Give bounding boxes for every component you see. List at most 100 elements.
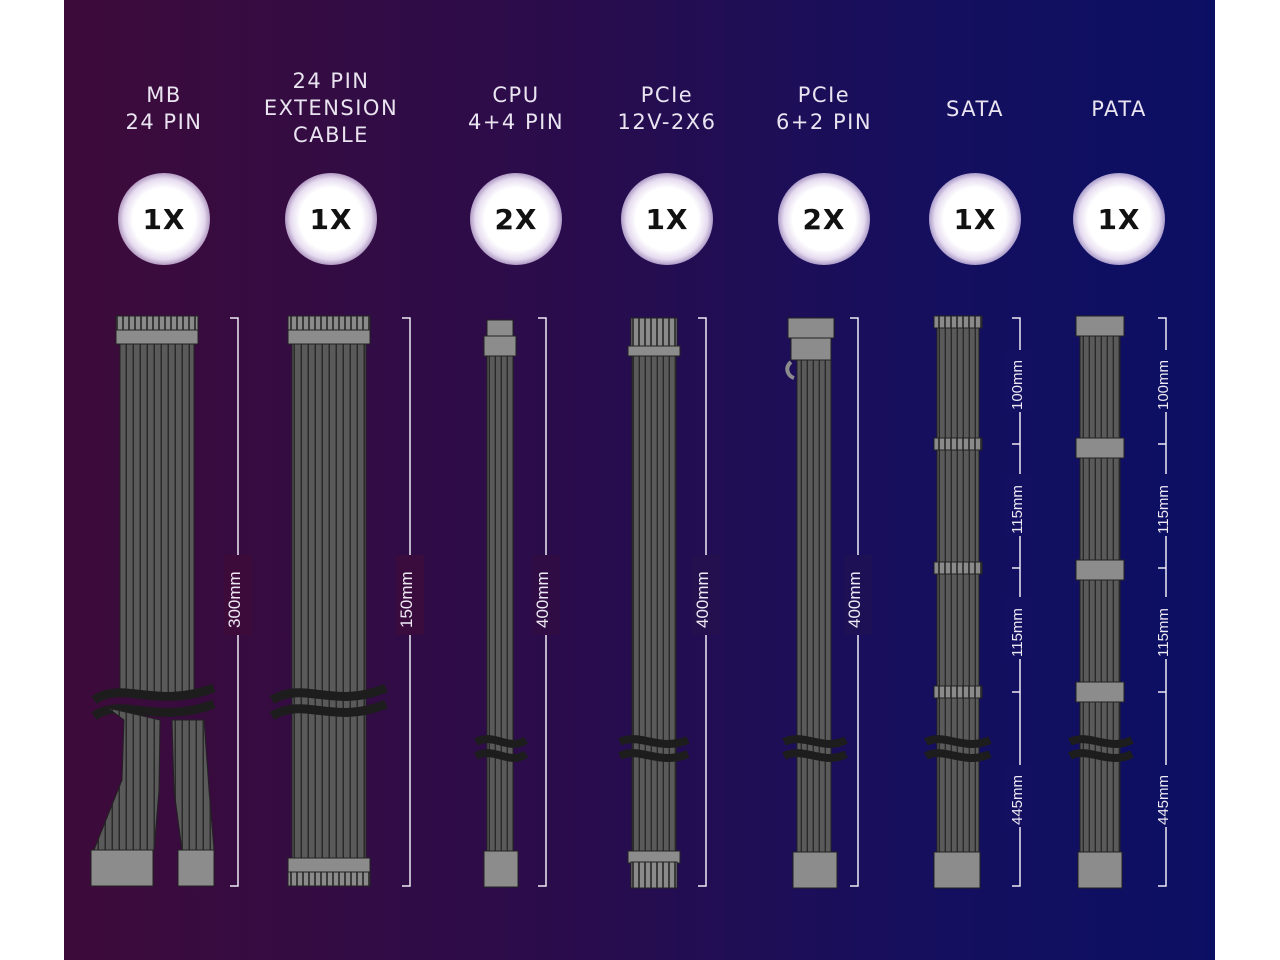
quantity-badge: 1X xyxy=(118,173,210,265)
sata-wires xyxy=(936,573,980,687)
connector-title: PCIe 6+2 PIN xyxy=(744,82,904,136)
sata-connector-2 xyxy=(933,437,983,451)
dimension-label: 115mm xyxy=(1009,485,1026,534)
sata-dim-ticks xyxy=(1012,443,1020,693)
sata-connector-1 xyxy=(933,315,983,329)
pata-dim-gap xyxy=(1152,350,1178,412)
pata-wires xyxy=(1079,335,1121,439)
sata-wires xyxy=(936,327,980,439)
pata-wires xyxy=(1079,701,1121,853)
title-line: 6+2 PIN xyxy=(775,110,873,134)
quantity-text: 1X xyxy=(309,202,353,236)
quantity-badge: 1X xyxy=(621,173,713,265)
title-line: PATA xyxy=(1091,97,1147,121)
mb-split-right xyxy=(171,719,215,851)
mb-top-connector xyxy=(115,315,199,331)
pata-dim-gap xyxy=(1152,765,1178,827)
ext-top-connector-body xyxy=(287,329,371,345)
cable-spec-panel: MB 24 PIN 1X 24 PIN EXTENSION CABLE 1X C… xyxy=(64,0,1215,960)
pcie12v-bottom-connector xyxy=(630,861,678,889)
ext-dim-gap xyxy=(396,555,424,635)
ext-bottom-connector xyxy=(287,871,371,887)
title-line: PCIe xyxy=(640,83,694,107)
quantity-badge: 2X xyxy=(470,173,562,265)
ext-cable-wires xyxy=(291,343,367,860)
pata-connector-3 xyxy=(1075,559,1125,581)
cpu-top-connector-latch xyxy=(486,319,514,337)
ext-cable-drawing: 150mm xyxy=(269,315,424,887)
mb-cable-drawing: 300mm xyxy=(90,315,252,887)
quantity-badge: 2X xyxy=(778,173,870,265)
quantity-badge: 1X xyxy=(1073,173,1165,265)
pata-connector-4 xyxy=(1075,681,1125,703)
quantity-text: 1X xyxy=(1097,202,1141,236)
cpu-dim-gap xyxy=(532,555,560,635)
title-line: PCIe xyxy=(797,83,851,107)
dimension-label: 445mm xyxy=(1009,775,1026,825)
pcie12v-top-connector-base xyxy=(627,345,681,357)
pcie-62-cable-drawing: 400mm xyxy=(782,317,872,889)
mb-top-connector-body xyxy=(115,329,199,345)
connector-title: CPU 4+4 PIN xyxy=(436,82,596,136)
connector-title: PATA xyxy=(1039,96,1199,123)
dimension-label: 115mm xyxy=(1155,608,1172,657)
title-line: CABLE xyxy=(293,123,369,147)
connector-title: MB 24 PIN xyxy=(84,82,244,136)
cpu-break-mark xyxy=(474,749,529,762)
sata-wires xyxy=(936,449,980,563)
title-line: 24 PIN xyxy=(125,110,203,134)
mb-bottom-connector-main xyxy=(90,849,154,887)
pcie62-break-mark xyxy=(782,749,848,762)
cpu-cable-wires xyxy=(486,355,514,852)
pata-wires xyxy=(1079,579,1121,683)
title-line: MB xyxy=(146,83,182,107)
quantity-text: 2X xyxy=(494,202,538,236)
pata-dim-gap xyxy=(1152,474,1178,536)
sata-dim-gap xyxy=(1006,474,1032,536)
mb-dim-gap xyxy=(224,555,252,635)
title-line: 4+4 PIN xyxy=(467,110,565,134)
cpu-cable-drawing: 400mm xyxy=(474,317,560,888)
dimension-label: 300mm xyxy=(225,571,244,628)
sata-break-mark xyxy=(924,735,992,748)
pcie62-side-latch xyxy=(785,360,795,380)
dimension-label: 445mm xyxy=(1155,775,1172,825)
connector-title: 24 PIN EXTENSION CABLE xyxy=(251,68,411,149)
pata-break-mark xyxy=(1068,749,1134,762)
connector-title: PCIe 12V-2X6 xyxy=(587,82,747,136)
pata-dim-ticks xyxy=(1158,443,1166,693)
quantity-text: 1X xyxy=(142,202,186,236)
pcie62-bottom-connector xyxy=(792,851,838,889)
dimension-label: 115mm xyxy=(1009,608,1026,657)
ext-bottom-connector-body xyxy=(287,857,371,873)
connector-title: SATA xyxy=(895,96,1055,123)
pata-dim-gap xyxy=(1152,597,1178,659)
dimension-label: 150mm xyxy=(397,571,416,628)
sata-wires xyxy=(936,697,980,853)
pcie62-break-mark xyxy=(782,735,848,748)
quantity-text: 2X xyxy=(802,202,846,236)
cpu-break-mark xyxy=(474,735,529,748)
mb-split-left xyxy=(93,707,161,851)
dimension-label: 400mm xyxy=(845,571,864,628)
sata-break-mark xyxy=(924,749,992,762)
title-line: CPU xyxy=(492,83,540,107)
quantity-badge: 1X xyxy=(929,173,1021,265)
ext-top-connector xyxy=(287,315,371,331)
dimension-label: 400mm xyxy=(693,571,712,628)
ext-break-mark xyxy=(269,683,388,704)
mb-break-mark xyxy=(91,683,216,704)
pata-connector-1 xyxy=(1075,315,1125,337)
pcie12v-break-mark xyxy=(618,735,690,748)
title-line: EXTENSION xyxy=(263,96,399,120)
mb-break-mark xyxy=(91,699,216,720)
dimension-label: 100mm xyxy=(1155,360,1172,410)
cpu-bottom-connector xyxy=(483,850,519,888)
title-line: 24 PIN xyxy=(292,69,370,93)
pata-connector-2 xyxy=(1075,437,1125,459)
mb-bottom-connector-4pin xyxy=(177,849,215,887)
cpu-top-connector xyxy=(483,335,517,357)
title-line: 12V-2X6 xyxy=(617,110,717,134)
sata-cable-drawing: 100mm 115mm 115mm 445mm xyxy=(924,315,1032,889)
quantity-text: 1X xyxy=(645,202,689,236)
